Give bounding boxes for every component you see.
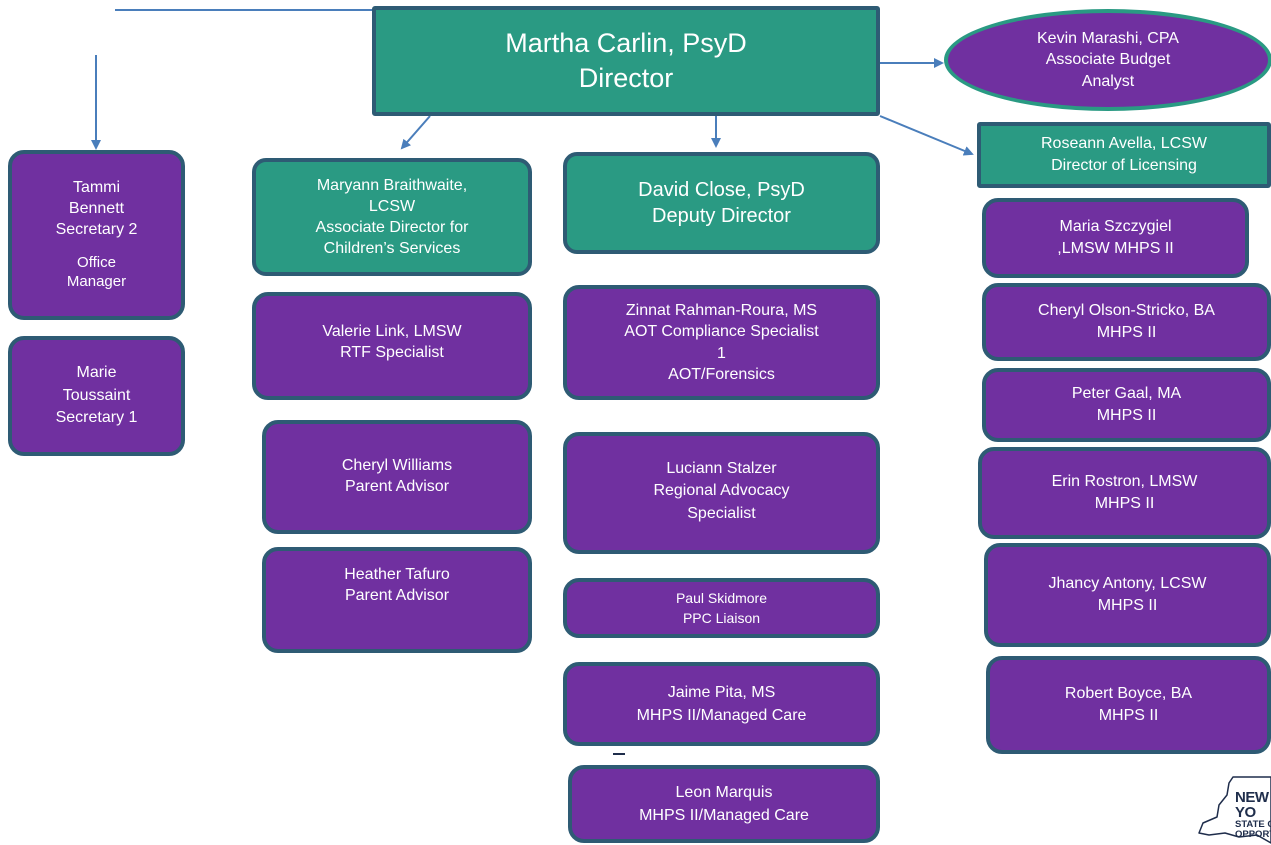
staff-title: MHPS II <box>1097 597 1158 614</box>
director-name: Martha Carlin, PsyD <box>505 27 747 58</box>
staff-title: Parent Advisor <box>344 586 450 604</box>
director-box: Martha Carlin, PsyD Director <box>372 6 880 116</box>
staff-title: PPC Liaison <box>682 610 761 626</box>
staff-name: Cheryl Williams <box>341 457 453 475</box>
children-services-head-box: Maryann Braithwaite, LCSW Associate Dire… <box>252 158 532 276</box>
admin-title: Secretary 2 <box>55 220 138 238</box>
children-head-title-2: Children’s Services <box>323 240 461 258</box>
staff-name: Jhancy Antony, LCSW <box>1048 574 1207 592</box>
staff-unit: AOT/Forensics <box>668 365 775 383</box>
logo-line-3: OPPORTUN <box>1235 828 1271 840</box>
admin-box-tammi: Tammi Bennett Secretary 2 Office Manager <box>8 150 185 320</box>
licensing-staff-box: Jhancy Antony, LCSW MHPS II <box>984 543 1271 647</box>
staff-title: Parent Advisor <box>344 478 450 495</box>
staff-name: Paul Skidmore <box>675 589 768 606</box>
logo-line-1: NEW YO <box>1235 789 1269 821</box>
budget-analyst-title-1: Associate Budget <box>1045 51 1171 69</box>
ny-state-logo-text: NEW YO STATE OF OPPORTUN <box>1235 790 1271 839</box>
logo-line-2: STATE OF <box>1235 819 1271 830</box>
admin-title: Secretary 1 <box>55 409 138 427</box>
children-staff-box: Valerie Link, LMSW RTF Specialist <box>252 292 532 400</box>
licensing-staff-box: Erin Rostron, LMSW MHPS II <box>978 447 1271 539</box>
licensing-head-title: Director of Licensing <box>1051 157 1197 174</box>
budget-analyst-name: Kevin Marashi, CPA <box>1037 29 1179 47</box>
staff-name: Maria Szczygiel <box>1059 217 1172 235</box>
children-head-name: Maryann Braithwaite, <box>316 176 468 194</box>
children-head-credential: LCSW <box>368 197 416 215</box>
staff-title: MHPS II <box>1094 495 1155 512</box>
staff-name: Leon Marquis <box>675 783 773 801</box>
staff-title: ,LMSW MHPS II <box>1057 240 1174 257</box>
director-title: Director <box>578 63 674 93</box>
staff-name: Erin Rostron, LMSW <box>1051 472 1198 490</box>
deputy-staff-box: Paul Skidmore PPC Liaison <box>563 578 880 638</box>
ny-state-logo <box>1195 775 1271 845</box>
arrow-to-children-services <box>400 115 431 150</box>
dash-mark <box>613 753 625 755</box>
staff-name: Heather Tafuro <box>344 566 450 583</box>
staff-name: Peter Gaal, MA <box>1071 384 1182 402</box>
deputy-staff-box: Leon Marquis MHPS II/Managed Care <box>568 765 880 843</box>
staff-title: Regional Advocacy <box>653 482 790 500</box>
licensing-staff-box: Robert Boyce, BA MHPS II <box>986 656 1271 754</box>
deputy-staff-box: Jaime Pita, MS MHPS II/Managed Care <box>563 662 880 746</box>
staff-title-2: Specialist <box>687 504 756 522</box>
children-staff-box: Heather Tafuro Parent Advisor <box>262 547 532 653</box>
staff-title: MHPS II <box>1098 707 1159 724</box>
arrow-to-licensing <box>879 115 974 156</box>
licensing-staff-box: Maria Szczygiel ,LMSW MHPS II <box>982 198 1249 278</box>
deputy-head-name: David Close, PsyD <box>638 179 805 201</box>
staff-name: Zinnat Rahman-Roura, MS <box>625 302 818 320</box>
staff-title: RTF Specialist <box>340 343 444 361</box>
deputy-head-title: Deputy Director <box>652 205 791 227</box>
licensing-head-name: Roseann Avella, LCSW <box>1040 134 1207 152</box>
admin-title-2a: Office <box>77 253 116 271</box>
admin-box-marie: Marie Toussaint Secretary 1 <box>8 336 185 456</box>
budget-analyst-title-2: Analyst <box>1081 72 1135 90</box>
licensing-staff-box: Peter Gaal, MA MHPS II <box>982 368 1271 442</box>
staff-title: MHPS II <box>1096 324 1157 341</box>
staff-title-suffix: 1 <box>717 344 726 362</box>
staff-title: MHPS II <box>1096 407 1157 424</box>
admin-title-2b: Manager <box>66 273 127 291</box>
staff-name: Cheryl Olson-Stricko, BA <box>1038 301 1215 319</box>
children-staff-box: Cheryl Williams Parent Advisor <box>262 420 532 534</box>
licensing-staff-box: Cheryl Olson-Stricko, BA MHPS II <box>982 283 1271 361</box>
staff-name: Robert Boyce, BA <box>1064 684 1193 702</box>
staff-name: Luciann Stalzer <box>666 460 777 477</box>
budget-analyst-box: Kevin Marashi, CPA Associate Budget Anal… <box>944 9 1271 111</box>
ny-state-outline-icon <box>1198 776 1271 844</box>
staff-name: Jaime Pita, MS <box>667 683 776 701</box>
deputy-staff-box: Luciann Stalzer Regional Advocacy Specia… <box>563 432 880 554</box>
staff-name: Valerie Link, LMSW <box>322 323 462 340</box>
staff-title: AOT Compliance Specialist <box>624 323 819 341</box>
admin-name-last: Toussaint <box>62 386 131 404</box>
admin-name-first: Marie <box>76 364 117 382</box>
admin-name-last: Bennett <box>68 200 125 218</box>
deputy-head-box: David Close, PsyD Deputy Director <box>563 152 880 254</box>
deputy-staff-box: Zinnat Rahman-Roura, MS AOT Compliance S… <box>563 285 880 400</box>
admin-name-first: Tammi <box>72 179 121 197</box>
licensing-head-box: Roseann Avella, LCSW Director of Licensi… <box>977 122 1271 188</box>
staff-title: MHPS II/Managed Care <box>636 707 807 724</box>
children-head-title-1: Associate Director for <box>315 219 469 236</box>
staff-title: MHPS II/Managed Care <box>639 807 809 824</box>
